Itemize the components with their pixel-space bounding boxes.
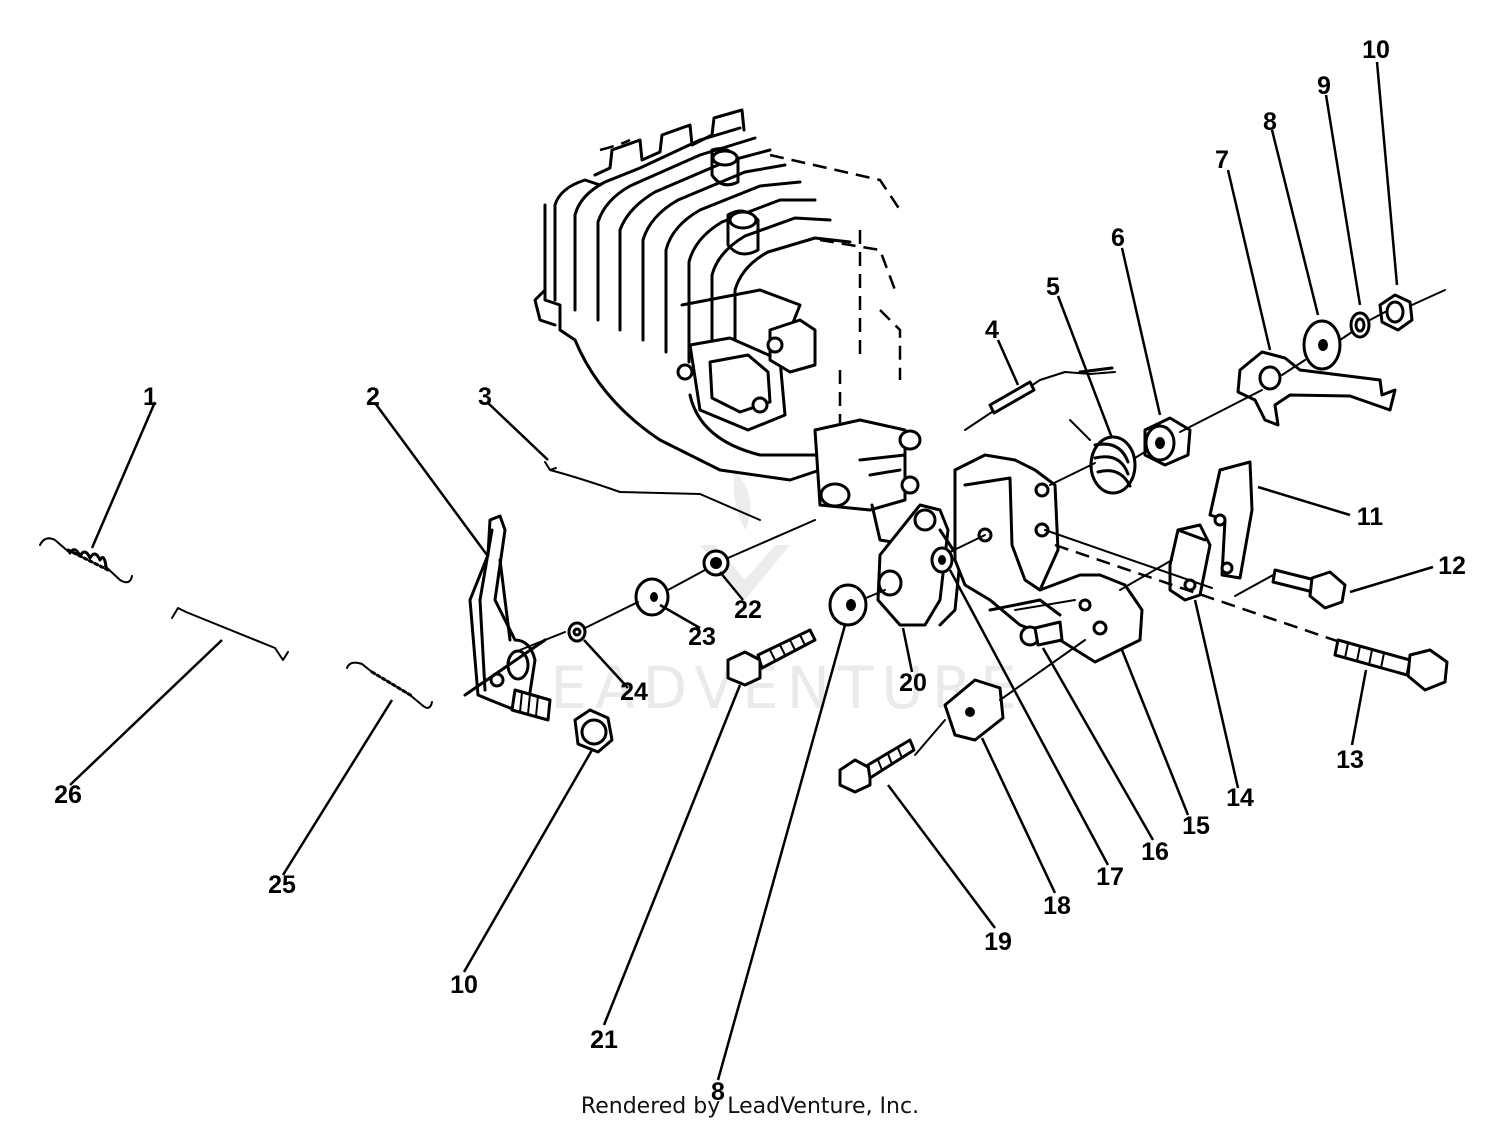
callout-16: 16 [1141,838,1169,866]
callout-10-upper: 10 [1362,36,1390,64]
part-18-clip [943,678,1005,742]
callout-5: 5 [1046,273,1060,301]
assembly-axis-lines [519,311,1386,756]
callout-11: 11 [1357,503,1384,531]
callout-26: 26 [54,781,82,809]
callout-23: 23 [688,623,716,651]
engine-cylinder-block [533,108,922,547]
part-8-washer-lower [828,583,868,627]
render-credit: Rendered by LeadVenture, Inc. [580,1094,920,1119]
part-13-bolt [1333,638,1449,692]
callout-25: 25 [268,871,296,899]
part-22-bushing [702,549,730,577]
leader-lines [69,61,1434,1081]
part-26-link [171,607,289,661]
callout-17: 17 [1096,863,1124,891]
part-3-rod [544,461,761,521]
callout-14: 14 [1226,784,1254,812]
part-11-bracket [1208,460,1254,580]
part-6-bushing [1143,416,1192,467]
part-10-nut-lower [573,708,614,754]
part-8-washer-upper [1302,319,1342,371]
callout-1: 1 [143,383,157,411]
callout-3: 3 [478,383,492,411]
callout-20: 20 [899,669,927,697]
callout-19: 19 [984,928,1012,956]
callout-6: 6 [1111,224,1125,252]
part-12-screw [1271,568,1347,610]
callout-8-lower: 8 [711,1078,725,1106]
callout-9: 9 [1317,72,1331,100]
part-14-clip [1168,523,1212,602]
control-plate [953,453,1144,664]
callout-12: 12 [1438,552,1466,580]
part-2-governor-lever [463,514,552,722]
part-23-washer [634,577,670,617]
part-16-pin [1019,620,1064,647]
callout-18: 18 [1043,892,1071,920]
part-20-bracket [876,503,962,627]
callout-10-lower: 10 [450,971,478,999]
callout-15: 15 [1182,812,1210,840]
part-19-screw [838,738,916,794]
part-25-spring [346,661,433,709]
part-4-link [964,366,1116,431]
callout-2: 2 [366,383,380,411]
part-9-lockwasher [1349,311,1371,339]
part-21-bolt [726,628,817,687]
part-1-spring [39,537,133,584]
part-7-lever [1236,350,1397,427]
callout-8-upper: 8 [1263,108,1277,136]
part-24-washer [567,621,587,643]
watermark-logo [700,470,790,600]
callout-24: 24 [620,678,648,706]
callout-7: 7 [1215,146,1229,174]
callout-21: 21 [590,1026,618,1054]
callout-22: 22 [734,596,762,624]
callout-4: 4 [985,316,999,344]
callout-labels: 1 2 3 4 5 6 7 8 9 10 11 12 13 14 15 16 1… [54,36,1466,1106]
callout-13: 13 [1336,746,1364,774]
part-17-clip [930,546,954,574]
part-5-spring [1069,419,1137,495]
part-10-nut-upper [1378,289,1446,332]
